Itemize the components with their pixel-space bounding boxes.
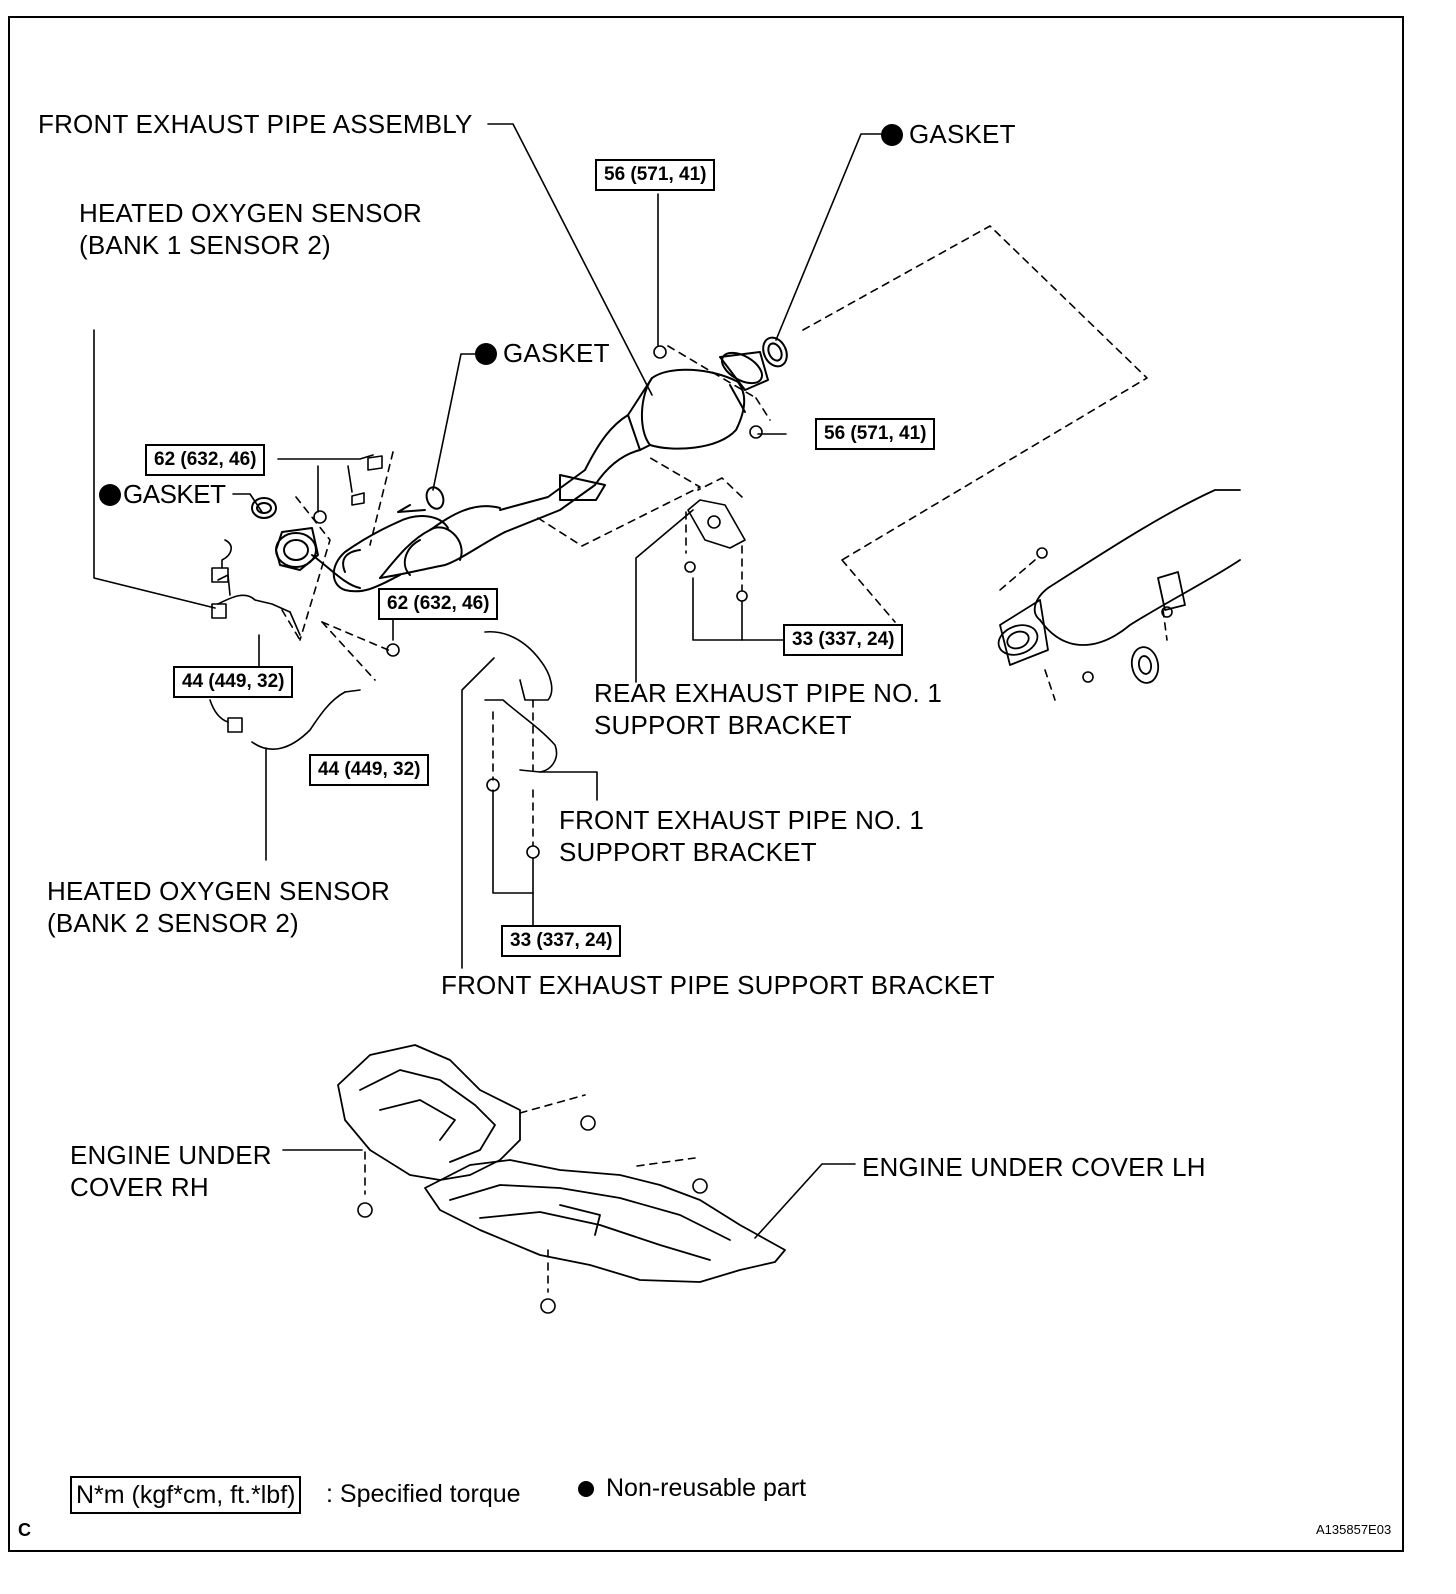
label-gasket-top-text: GASKET [909, 119, 1016, 149]
diagram-frame [8, 16, 1404, 1552]
label-front-support-bracket: FRONT EXHAUST PIPE SUPPORT BRACKET [441, 970, 995, 1000]
legend-nonreusable-text: Non-reusable part [606, 1474, 807, 1502]
torque-right-nut: 56 (571, 41) [815, 418, 936, 450]
label-rear-bracket-line1: REAR EXHAUST PIPE NO. 1 [594, 678, 942, 708]
nonreusable-dot-icon [881, 124, 903, 146]
engine-under-covers [337, 1044, 786, 1283]
nonreusable-dot-icon [578, 1481, 594, 1497]
torque-rear-bracket-bolts: 33 (337, 24) [783, 624, 904, 656]
fasteners [313, 345, 1173, 1314]
legend-torque-desc: : Specified torque [326, 1480, 521, 1508]
label-heated-o2-bank1-line2: (BANK 1 SENSOR 2) [79, 230, 331, 260]
label-gasket-mid: GASKET [475, 337, 610, 370]
label-front-exhaust-pipe-assembly: FRONT EXHAUST PIPE ASSEMBLY [38, 109, 473, 139]
label-heated-o2-bank1-line1: HEATED OXYGEN SENSOR [79, 198, 423, 228]
label-gasket-left-text: GASKET [123, 479, 226, 509]
label-under-cover-rh-line1: ENGINE UNDER [70, 1140, 272, 1170]
front-exhaust-pipe-part [251, 336, 788, 593]
label-heated-o2-bank2-line1: HEATED OXYGEN SENSOR [47, 876, 391, 906]
nonreusable-dot-icon [99, 484, 121, 506]
label-gasket-left: GASKET [99, 478, 226, 511]
support-brackets [484, 499, 746, 773]
figure-id: A135857E03 [1316, 1522, 1392, 1537]
torque-upper-bolts: 62 (632, 46) [145, 444, 266, 476]
rear-exhaust-pipe-part [997, 489, 1241, 684]
torque-sensor-bank1: 44 (449, 32) [173, 666, 294, 698]
assembly-dashed-lines [281, 225, 1168, 1293]
label-gasket-mid-text: GASKET [503, 338, 610, 368]
label-under-cover-lh: ENGINE UNDER COVER LH [862, 1152, 1206, 1182]
legend-torque-unit: N*m (kgf*cm, ft.*lbf) [70, 1476, 302, 1514]
torque-sensor-bank2: 44 (449, 32) [309, 754, 430, 786]
label-rear-bracket-line2: SUPPORT BRACKET [594, 710, 852, 740]
label-front-no1-bracket-line2: SUPPORT BRACKET [559, 837, 817, 867]
nonreusable-dot-icon [475, 343, 497, 365]
label-front-no1-bracket-line1: FRONT EXHAUST PIPE NO. 1 [559, 805, 925, 835]
label-under-cover-rh-line2: COVER RH [70, 1172, 209, 1202]
oxygen-sensors [209, 539, 361, 750]
torque-front-bracket-bolts: 33 (337, 24) [501, 925, 622, 957]
label-gasket-top: GASKET [881, 118, 1016, 151]
legend-nonreusable: Non-reusable part [578, 1472, 806, 1504]
torque-lower-nut: 62 (632, 46) [378, 588, 499, 620]
label-heated-o2-bank2-line2: (BANK 2 SENSOR 2) [47, 908, 299, 938]
torque-top-nut: 56 (571, 41) [595, 159, 716, 191]
corner-letter: C [18, 1520, 31, 1540]
leader-lines [93, 123, 882, 1239]
